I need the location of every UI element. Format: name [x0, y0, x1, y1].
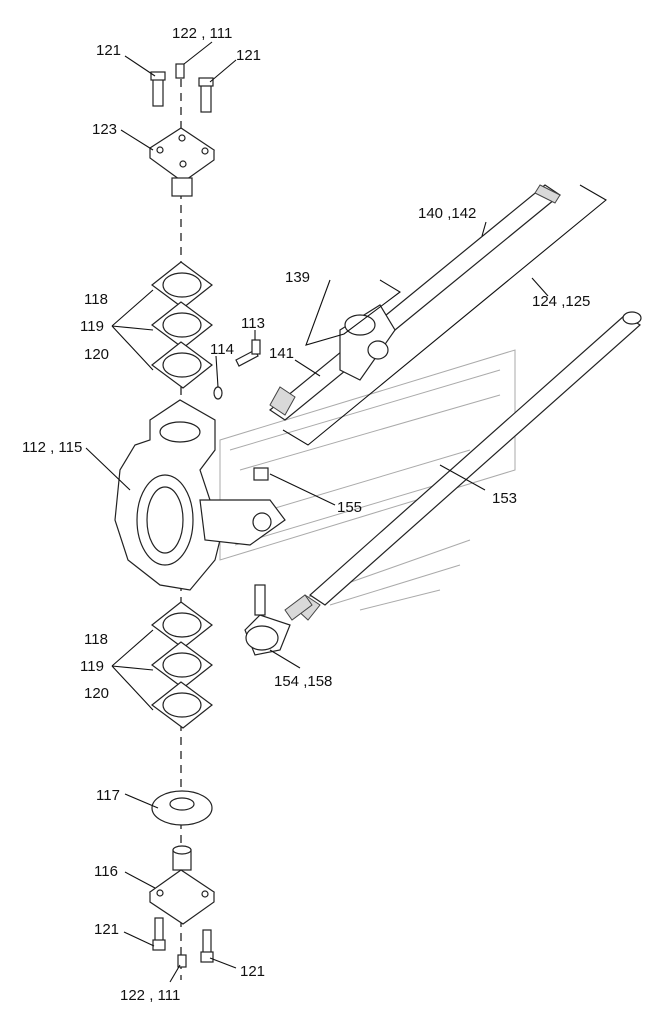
callout-120-bottom: 120	[84, 685, 109, 702]
callout-112-115: 112 , 115	[22, 439, 82, 456]
callout-119-top: 119	[80, 318, 104, 335]
callout-121-top-left: 121	[96, 42, 121, 59]
callout-121-top-right: 121	[236, 47, 261, 64]
bolt-bottom-right	[200, 929, 214, 963]
callout-122-111-bottom: 122 , 111	[120, 987, 180, 1004]
callout-122-111-top: 122 , 111	[172, 25, 232, 42]
washer	[213, 386, 223, 400]
tie-rod	[294, 311, 642, 621]
lower-kingpin-cap	[148, 845, 216, 925]
callout-labels: 122 , 111 121 121 123 140 ,142 139 124 ,…	[22, 25, 590, 1004]
callout-155: 155	[337, 499, 362, 516]
upper-kingpin-cap	[148, 127, 216, 197]
axle-shaft	[268, 184, 562, 421]
leader-lines	[85, 41, 607, 983]
callout-113: 113	[241, 315, 265, 332]
castle-nut	[253, 467, 269, 481]
callout-116: 116	[94, 863, 118, 880]
callout-140-142: 140 ,142	[418, 205, 476, 222]
shim-stack-top	[151, 261, 213, 389]
callout-118-bottom: 118	[84, 631, 108, 648]
tie-rod-end	[244, 584, 313, 656]
callout-121-bottom-right: 121	[240, 963, 265, 980]
callout-118-top: 118	[84, 291, 108, 308]
bolt-top-right	[198, 77, 214, 113]
thrust-washer	[151, 790, 213, 826]
bolt-bottom-left	[152, 917, 166, 951]
callout-141: 141	[269, 345, 294, 362]
steering-knuckle	[114, 399, 286, 591]
callout-121-bottom-left: 121	[94, 921, 119, 938]
callout-154-158: 154 ,158	[274, 673, 332, 690]
grease-fitting-bottom	[177, 954, 187, 968]
callout-123: 123	[92, 121, 117, 138]
callout-120-top: 120	[84, 346, 109, 363]
callout-139: 139	[285, 269, 310, 286]
callout-117: 117	[96, 787, 120, 804]
callout-119-bottom: 119	[80, 658, 104, 675]
shim-stack-bottom	[151, 601, 213, 729]
grease-fitting-top	[175, 63, 185, 79]
callout-114: 114	[210, 341, 234, 358]
universal-joint	[339, 304, 396, 381]
callout-124-125: 124 ,125	[532, 293, 590, 310]
bolt-top-left	[150, 71, 166, 107]
stop-bolt	[235, 339, 261, 367]
callout-153: 153	[492, 490, 517, 507]
